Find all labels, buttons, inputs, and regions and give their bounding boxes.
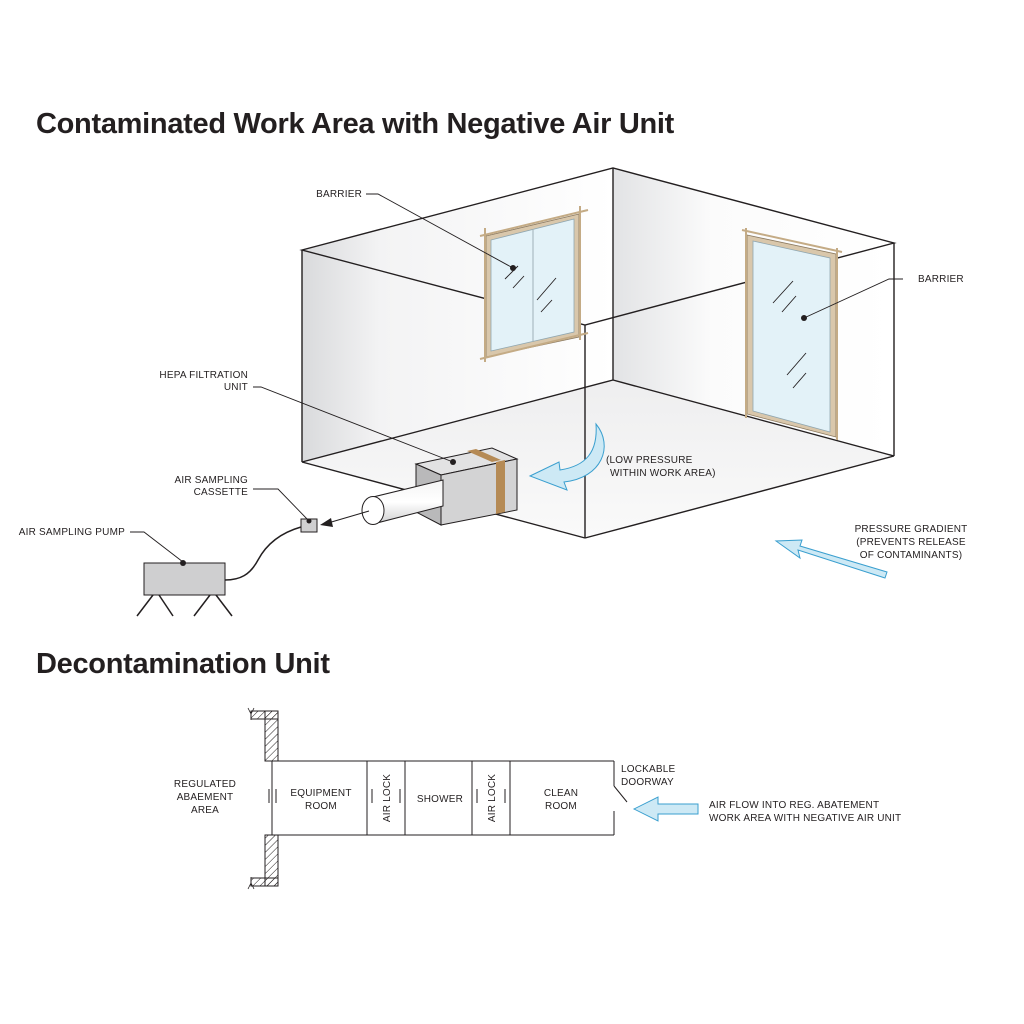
door-swings bbox=[268, 789, 506, 803]
air-sampling-cassette bbox=[300, 510, 370, 533]
leader-lines bbox=[130, 193, 903, 563]
low-pressure-label-line1: (LOW PRESSURE bbox=[606, 455, 693, 466]
gradient-label-line2: (PREVENTS RELEASE bbox=[856, 537, 966, 548]
cassette-label-line2: CASSETTE bbox=[194, 487, 249, 498]
work-area-title: Contaminated Work Area with Negative Air… bbox=[36, 108, 675, 140]
equipment-room-label-line2: ROOM bbox=[305, 801, 337, 812]
gradient-label-line3: OF CONTAMINANTS) bbox=[860, 550, 962, 561]
lockable-doorway-label-line2: DOORWAY bbox=[621, 777, 674, 788]
cassette-label-line1: AIR SAMPLING bbox=[174, 475, 248, 486]
regulated-area-label-line1: REGULATED bbox=[174, 779, 236, 790]
hepa-label-line2: UNIT bbox=[224, 382, 248, 393]
barrier-door-label: BARRIER bbox=[918, 274, 964, 285]
door-barrier bbox=[741, 228, 843, 440]
decon-unit-title: Decontamination Unit bbox=[36, 648, 330, 680]
shower-label: SHOWER bbox=[417, 794, 463, 805]
window-barrier bbox=[479, 206, 589, 362]
barrier-window-label: BARRIER bbox=[316, 189, 362, 200]
airflow-label-line2: WORK AREA WITH NEGATIVE AIR UNIT bbox=[709, 813, 901, 824]
sampling-hose bbox=[224, 526, 302, 581]
equipment-room-label-line1: EQUIPMENT bbox=[290, 788, 351, 799]
low-pressure-label-line2: WITHIN WORK AREA) bbox=[610, 468, 716, 479]
decon-unit-plan bbox=[271, 760, 628, 836]
leader-dots bbox=[180, 265, 807, 566]
airflow-label-line1: AIR FLOW INTO REG. ABATEMENT bbox=[709, 800, 879, 811]
pressure-gradient-arrow bbox=[774, 539, 888, 579]
gradient-label-line1: PRESSURE GRADIENT bbox=[855, 524, 968, 535]
regulated-area-label-line3: AREA bbox=[191, 805, 219, 816]
lockable-doorway-label-line1: LOCKABLE bbox=[621, 764, 676, 775]
clean-room-label-line1: CLEAN bbox=[544, 788, 578, 799]
air-sampling-pump bbox=[136, 562, 233, 617]
pump-label: AIR SAMPLING PUMP bbox=[19, 527, 125, 538]
airlock-2-label: AIR LOCK bbox=[487, 774, 498, 822]
hepa-filtration-unit bbox=[361, 447, 519, 526]
regulated-area-label-line2: ABAEMENT bbox=[177, 792, 234, 803]
clean-room-label-line2: ROOM bbox=[545, 801, 577, 812]
hepa-label-line1: HEPA FILTRATION bbox=[159, 370, 248, 381]
airlock-1-label: AIR LOCK bbox=[382, 774, 393, 822]
decon-wall bbox=[247, 707, 279, 890]
airflow-arrow bbox=[632, 796, 699, 822]
low-pressure-arrow bbox=[528, 422, 605, 491]
